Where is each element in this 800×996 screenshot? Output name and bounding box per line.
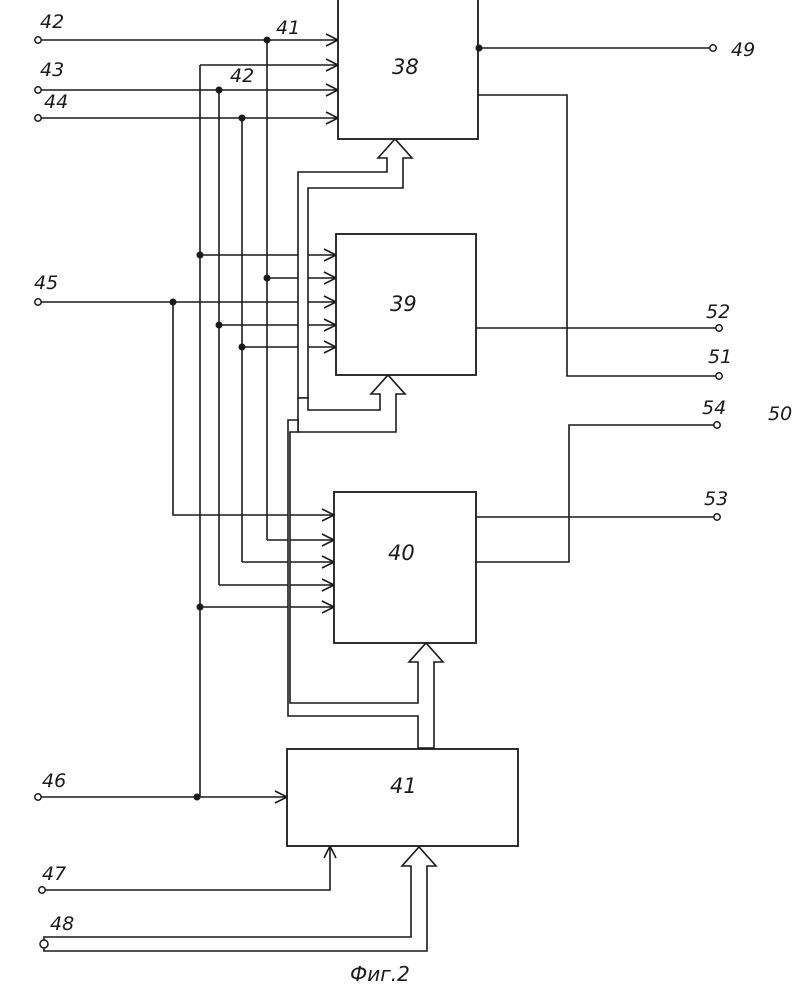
line-label-42: 42: [230, 65, 254, 87]
terminal-54-label: 54: [702, 397, 726, 419]
terminal-53-label: 53: [704, 488, 728, 510]
terminal-52-label: 52: [706, 301, 730, 323]
terminal-51-label: 51: [708, 346, 732, 368]
block-38-label: 38: [392, 55, 419, 79]
block-38: 38: [338, 0, 478, 139]
block-41: 41: [287, 749, 518, 846]
wire-40-to-54: [476, 425, 714, 562]
terminal-46-label: 46: [42, 770, 66, 792]
block-39-label: 39: [390, 292, 417, 316]
bus-48-into-41: [44, 847, 436, 951]
terminal-50-label: 50: [768, 403, 792, 425]
wire-47-to-41: [42, 846, 330, 890]
arrowheads: [275, 34, 338, 858]
line-labels: 41 42: [230, 17, 300, 87]
terminal-42-label: 42: [40, 11, 64, 33]
block-41-label: 41: [390, 774, 417, 798]
line-label-41: 41: [276, 17, 300, 39]
terminal-45-label: 45: [34, 272, 58, 294]
figure-caption: Фиг.2: [350, 962, 410, 986]
terminal-48-label: 48: [50, 913, 74, 935]
terminal-47-label: 47: [42, 863, 66, 885]
bus-into-39: [298, 375, 405, 432]
block-39: 39: [336, 234, 476, 375]
terminal-49-label: 49: [731, 39, 755, 61]
block-40-label: 40: [388, 541, 415, 565]
wire-38-to-51: [478, 95, 716, 376]
wire-45-down: [173, 302, 334, 515]
terminal-44-label: 44: [44, 91, 68, 113]
terminal-43-label: 43: [40, 59, 64, 81]
block-40: 40: [334, 492, 476, 643]
